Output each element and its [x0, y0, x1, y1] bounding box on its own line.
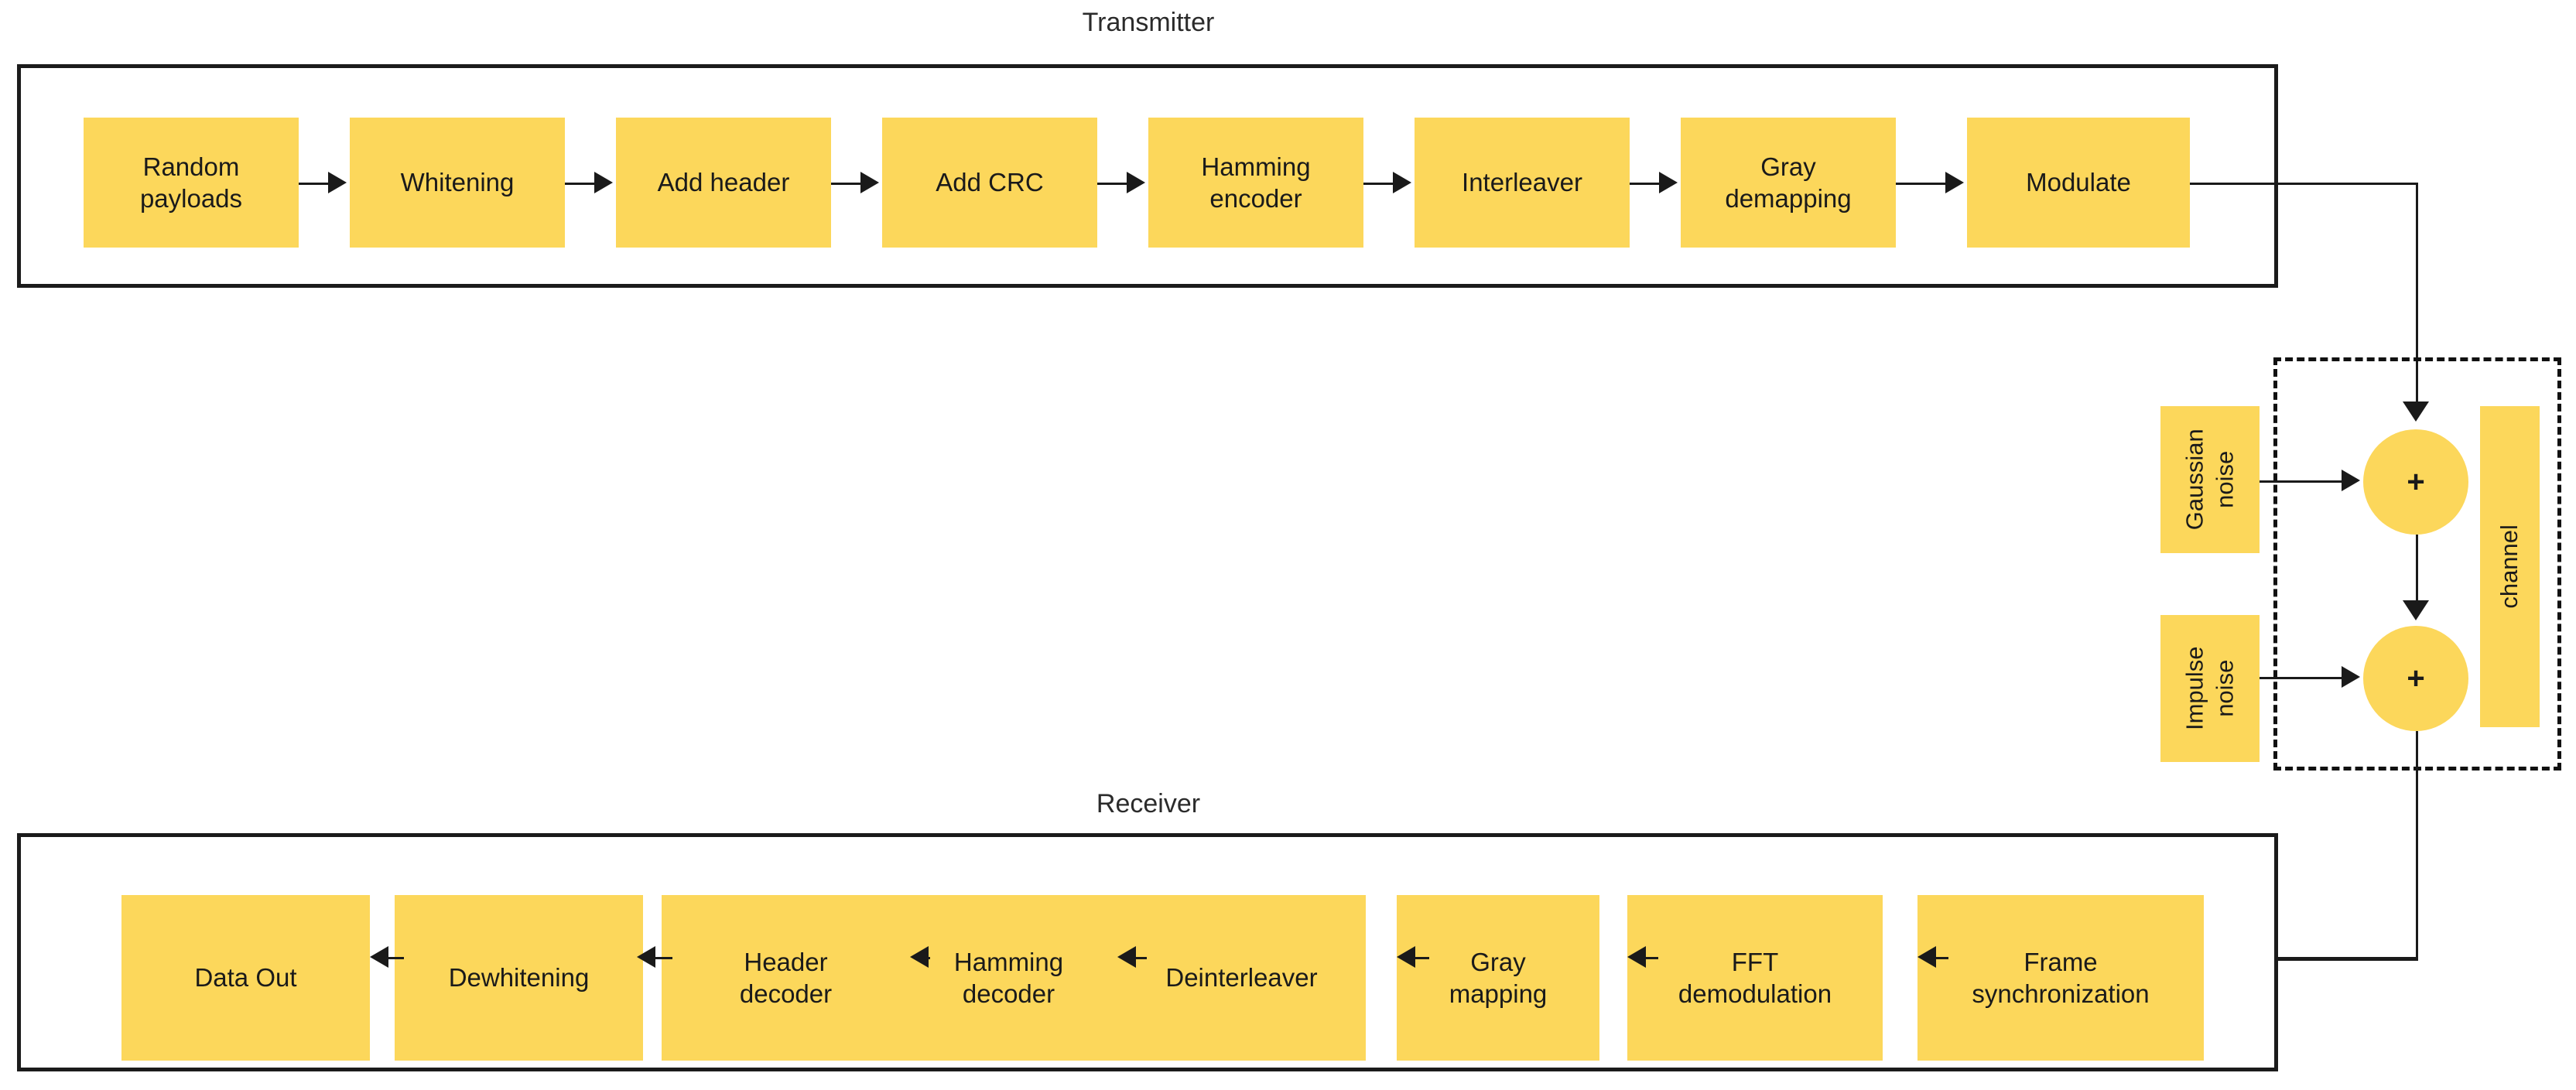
tx-block-hamming-encoder[interactable]: Hamming encoder	[1148, 118, 1363, 248]
rx-block-deinterleaver[interactable]: Deinterleaver	[1117, 895, 1366, 1061]
tx-connector-5	[1363, 183, 1394, 185]
impulse-noise-label-line1: Impulse	[2181, 646, 2208, 731]
rx-connector-7	[1936, 957, 1948, 959]
tx-block-label-line1: Random	[142, 152, 240, 181]
tx-to-channel-arrow-icon	[2403, 401, 2429, 422]
rx-arrow-3-icon	[910, 946, 929, 968]
rx-arrow-7-icon	[1917, 946, 1936, 968]
rx-block-label-line2: mapping	[1449, 979, 1548, 1008]
adder1-to-adder2-line	[2416, 535, 2418, 604]
rx-connector-5	[1415, 957, 1429, 959]
rx-block-data-out[interactable]: Data Out	[121, 895, 370, 1061]
tx-connector-2	[565, 183, 596, 185]
gaussian-to-adder-arrow-icon	[2342, 470, 2360, 491]
rx-connector-4	[1136, 957, 1147, 959]
tx-arrow-6-icon	[1659, 172, 1678, 193]
rx-block-header-decoder[interactable]: Header decoder	[662, 895, 910, 1061]
rx-arrow-4-icon	[1117, 946, 1136, 968]
tx-block-label-line1: Interleaver	[1462, 168, 1582, 197]
tx-arrow-4-icon	[1127, 172, 1145, 193]
impulse-to-adder-line	[2260, 677, 2345, 679]
tx-arrow-5-icon	[1393, 172, 1411, 193]
receiver-title: Receiver	[1096, 789, 1201, 818]
tx-block-gray-demapping[interactable]: Gray demapping	[1681, 118, 1896, 248]
rx-block-label-line1: Gray	[1470, 947, 1526, 976]
adder-impulse-symbol: +	[2407, 661, 2425, 695]
impulse-to-adder-arrow-icon	[2342, 666, 2360, 688]
tx-arrow-7-icon	[1945, 172, 1964, 193]
adder1-to-adder2-arrow-icon	[2403, 600, 2429, 620]
rx-block-label-line2: decoder	[962, 979, 1055, 1008]
rx-block-label-line2: demodulation	[1678, 979, 1832, 1008]
impulse-noise-label-line2: noise	[2210, 659, 2238, 718]
tx-connector-7	[1896, 183, 1947, 185]
rx-connector-1	[388, 957, 404, 959]
rx-block-label-line2: decoder	[739, 979, 833, 1008]
tx-arrow-3-icon	[860, 172, 879, 193]
rx-connector-3	[929, 957, 930, 959]
tx-block-interleaver[interactable]: Interleaver	[1415, 118, 1630, 248]
rx-block-label-line1: Hamming	[953, 947, 1064, 976]
rx-block-label-line1: Frame	[2024, 947, 2098, 976]
rx-block-label-line1: FFT	[1731, 947, 1779, 976]
channel-to-rx-vertical	[2416, 731, 2418, 959]
tx-block-label-line1: Whitening	[400, 168, 515, 197]
channel-label-block: channel	[2480, 406, 2540, 727]
transmitter-title: Transmitter	[1082, 8, 1215, 37]
adder-gaussian[interactable]: +	[2363, 429, 2468, 535]
adder-impulse[interactable]: +	[2363, 626, 2468, 731]
tx-arrow-1-icon	[328, 172, 347, 193]
tx-block-label-line1: Modulate	[2026, 168, 2131, 197]
tx-block-modulate[interactable]: Modulate	[1967, 118, 2190, 248]
tx-block-label-line1: Add CRC	[936, 168, 1044, 197]
tx-connector-6	[1630, 183, 1661, 185]
gaussian-noise-label-line1: Gaussian	[2181, 429, 2208, 531]
rx-block-frame-synchronization[interactable]: Frame synchronization	[1917, 895, 2204, 1061]
rx-block-label-line1: Deinterleaver	[1165, 963, 1318, 993]
rx-arrow-6-icon	[1627, 946, 1646, 968]
rx-arrow-2-icon	[637, 946, 655, 968]
gaussian-to-adder-line	[2260, 480, 2345, 483]
rx-block-label-line1: Dewhitening	[448, 963, 590, 993]
rx-block-hamming-decoder[interactable]: Hamming decoder	[884, 895, 1133, 1061]
tx-connector-1	[299, 183, 330, 185]
rx-block-gray-mapping[interactable]: Gray mapping	[1397, 895, 1599, 1061]
tx-block-label-line2: demapping	[1725, 184, 1852, 213]
tx-block-label-line1: Add header	[657, 168, 790, 197]
tx-block-label-line2: encoder	[1209, 184, 1302, 213]
tx-to-channel-horizontal	[2190, 183, 2418, 185]
rx-block-label-line1: Header	[744, 947, 828, 976]
channel-label: channel	[2496, 524, 2523, 609]
rx-block-label-line2: synchronization	[1972, 979, 2150, 1008]
tx-block-random-payloads[interactable]: Random payloads	[84, 118, 299, 248]
gaussian-noise-label-line2: noise	[2211, 450, 2238, 509]
rx-arrow-5-icon	[1397, 946, 1415, 968]
tx-arrow-2-icon	[594, 172, 613, 193]
rx-block-label-line1: Data Out	[194, 963, 297, 993]
adder-gaussian-symbol: +	[2407, 464, 2425, 499]
rx-connector-2	[655, 957, 672, 959]
tx-block-add-header[interactable]: Add header	[616, 118, 831, 248]
rx-block-fft-demodulation[interactable]: FFT demodulation	[1627, 895, 1883, 1061]
tx-to-channel-vertical	[2416, 183, 2418, 405]
tx-connector-3	[831, 183, 862, 185]
impulse-noise-block[interactable]: Impulse noise	[2160, 615, 2260, 762]
tx-connector-4	[1097, 183, 1128, 185]
rx-arrow-1-icon	[370, 946, 388, 968]
tx-block-add-crc[interactable]: Add CRC	[882, 118, 1097, 248]
rx-connector-6	[1646, 957, 1658, 959]
tx-block-label-line2: payloads	[139, 184, 243, 213]
rx-block-dewhitening[interactable]: Dewhitening	[395, 895, 643, 1061]
tx-block-label-line1: Hamming	[1201, 152, 1311, 181]
tx-block-whitening[interactable]: Whitening	[350, 118, 565, 248]
tx-block-label-line1: Gray	[1760, 152, 1816, 181]
gaussian-noise-block[interactable]: Gaussian noise	[2160, 406, 2260, 553]
